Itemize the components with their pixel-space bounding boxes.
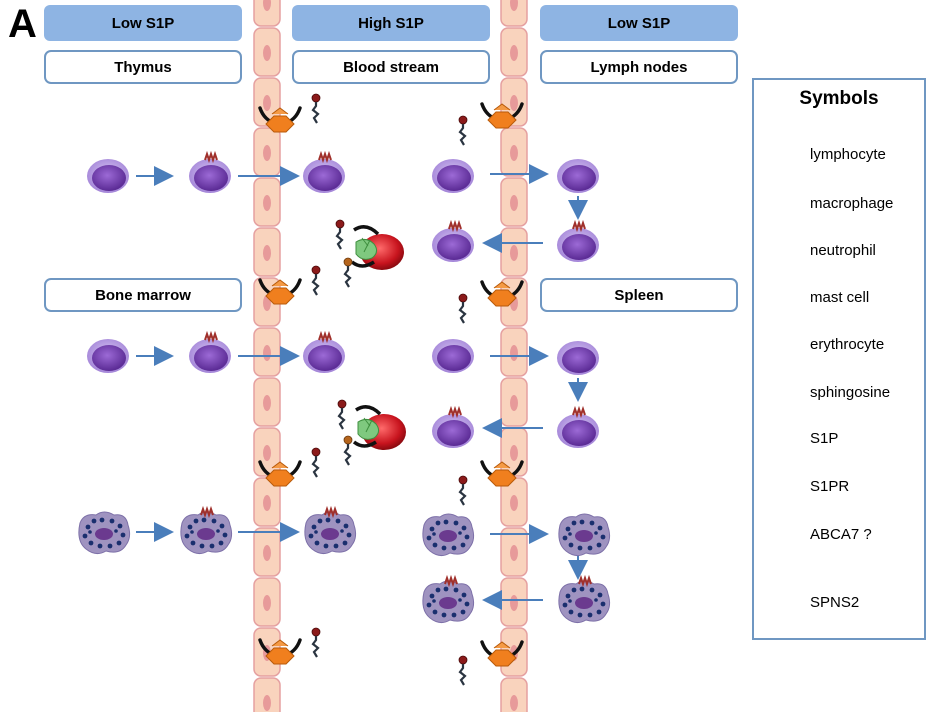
s1p-molecule xyxy=(457,474,469,507)
lymphocyte-cell xyxy=(432,228,474,262)
erythrocyte-export-upper xyxy=(334,218,404,289)
endothelial-nucleus xyxy=(510,595,518,611)
legend-label-sphingosine: sphingosine xyxy=(810,384,891,401)
endothelial-cell xyxy=(500,0,528,27)
legend-label-erythrocyte: erythrocyte xyxy=(810,336,885,353)
lymphocyte-cell xyxy=(557,414,599,448)
s1p-molecule xyxy=(457,292,469,325)
endothelial-nucleus xyxy=(263,545,271,561)
endothelial-nucleus xyxy=(510,395,518,411)
endothelial-nucleus xyxy=(510,0,518,11)
mast-cell xyxy=(422,580,475,624)
lymphocyte-cell xyxy=(432,159,474,193)
legend-title: Symbols xyxy=(799,88,879,109)
lymphocyte-cell xyxy=(432,339,474,373)
lymphocyte-cell xyxy=(189,339,231,373)
s1p-molecule xyxy=(310,92,322,125)
endothelial-nucleus xyxy=(263,145,271,161)
endothelial-nucleus xyxy=(263,595,271,611)
endothelial-nucleus xyxy=(510,495,518,511)
endothelial-nucleus xyxy=(510,95,518,111)
lymphocyte-cell xyxy=(189,159,231,193)
endothelial-cell xyxy=(253,0,281,27)
legend-label-lymphocyte: lymphocyte xyxy=(810,146,886,163)
mast-cell xyxy=(78,511,131,555)
location-thymus: Thymus xyxy=(44,50,242,84)
vessel-wall-left xyxy=(253,0,281,712)
symbols-legend: Symbols lymphocyte macrophage neutrophil… xyxy=(752,78,926,640)
lymphocyte-cell xyxy=(557,341,599,375)
lymphocyte-cell xyxy=(557,228,599,262)
s1p-molecule xyxy=(457,114,469,147)
endothelial-nucleus xyxy=(263,0,271,11)
endothelial-nucleus xyxy=(263,95,271,111)
lymphocyte-cell xyxy=(87,339,129,373)
sphingosine-molecule xyxy=(342,256,354,289)
header-left-low-s1p: Low S1P xyxy=(44,5,242,41)
panel-label: A xyxy=(8,2,37,46)
s1p-molecule xyxy=(336,398,348,431)
location-lymph-nodes: Lymph nodes xyxy=(540,50,738,84)
lymphocyte-cell xyxy=(557,159,599,193)
sphingosine-molecule xyxy=(342,434,354,467)
flow-arrows xyxy=(136,164,588,610)
endothelial-nucleus xyxy=(263,195,271,211)
mast-cell xyxy=(558,513,611,557)
mast-cell xyxy=(180,511,233,555)
endothelial-nucleus xyxy=(510,545,518,561)
mast-cell xyxy=(558,580,611,624)
endothelial-nucleus xyxy=(510,695,518,711)
endothelial-nucleus xyxy=(263,445,271,461)
endothelial-nucleus xyxy=(263,245,271,261)
erythrocyte-export-lower xyxy=(336,398,406,467)
legend-label-s1pr: S1PR xyxy=(810,478,850,495)
s1p-molecule xyxy=(310,264,322,297)
endothelial-nucleus xyxy=(510,245,518,261)
mast-cell xyxy=(304,511,357,555)
s1p-molecule xyxy=(457,654,469,687)
mast-cell xyxy=(422,513,475,557)
s1p-molecule xyxy=(310,626,322,659)
s1p-molecule xyxy=(334,218,346,251)
legend-label-mast-cell: mast cell xyxy=(810,289,870,306)
legend-label-s1p: S1P xyxy=(810,430,839,447)
endothelial-nucleus xyxy=(263,695,271,711)
endothelial-nucleus xyxy=(510,145,518,161)
location-spleen: Spleen xyxy=(540,278,738,312)
endothelial-nucleus xyxy=(263,345,271,361)
lymphocyte-cell xyxy=(303,159,345,193)
endothelial-nucleus xyxy=(263,395,271,411)
legend-label-spns2: SPNS2 xyxy=(810,594,860,611)
endothelial-nucleus xyxy=(510,195,518,211)
legend-label-neutrophil: neutrophil xyxy=(810,242,876,259)
endothelial-nucleus xyxy=(263,45,271,61)
endothelial-nucleus xyxy=(510,445,518,461)
lymphocyte-cell xyxy=(87,159,129,193)
endothelial-nucleus xyxy=(263,495,271,511)
location-blood-stream: Blood stream xyxy=(292,50,490,84)
endothelial-nucleus xyxy=(510,345,518,361)
lymphocyte-cell xyxy=(303,339,345,373)
header-right-low-s1p: Low S1P xyxy=(540,5,738,41)
endothelial-nucleus xyxy=(510,45,518,61)
legend-label-macrophage: macrophage xyxy=(810,195,894,212)
s1p-molecule xyxy=(310,446,322,479)
location-bone-marrow: Bone marrow xyxy=(44,278,242,312)
lymphocyte-cell xyxy=(432,414,474,448)
legend-label-abca7: ABCA7 ? xyxy=(810,526,872,543)
header-middle-high-s1p: High S1P xyxy=(292,5,490,41)
